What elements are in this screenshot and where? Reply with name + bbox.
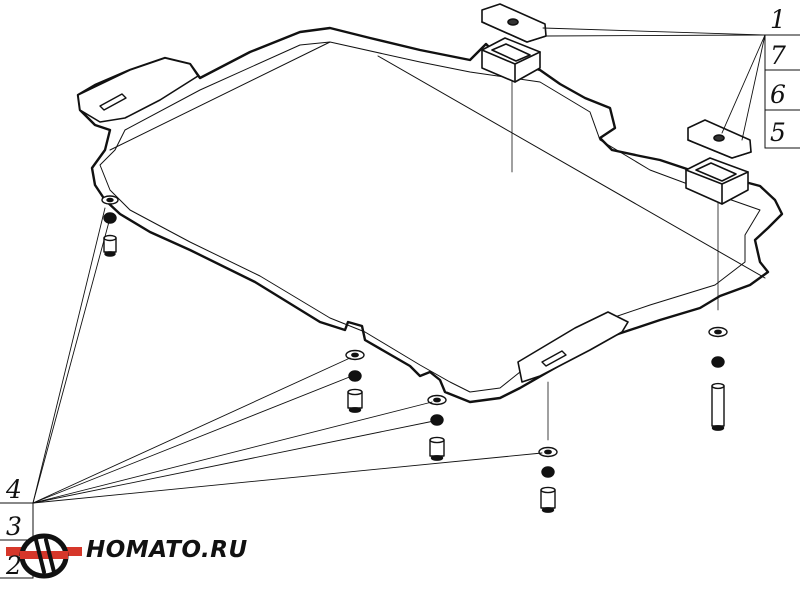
construction-line — [377, 55, 766, 279]
tab-slot-left — [99, 93, 127, 111]
skid-plate-outline — [76, 26, 784, 404]
fastener-stack-left — [101, 195, 119, 257]
fastener-stack-center — [427, 394, 447, 461]
mounting-tab-left — [77, 57, 199, 123]
callout-5: 5 — [770, 118, 786, 147]
construction-line — [109, 41, 331, 151]
callout-7: 7 — [770, 41, 786, 70]
mounting-tab-bottom — [517, 311, 629, 383]
bracket-assembly-right — [685, 119, 752, 205]
callout-2: 2 — [5, 551, 22, 580]
callout-6: 6 — [770, 80, 786, 109]
bracket-assembly-top — [481, 3, 547, 83]
fastener-stack-center-right — [538, 446, 558, 513]
tab-slot-bottom — [541, 350, 567, 367]
fastener-stack-center-left — [345, 349, 365, 413]
leader-lines-top — [542, 27, 766, 141]
callout-1: 1 — [770, 5, 786, 34]
callout-table-right — [764, 34, 800, 149]
callout-3: 3 — [6, 512, 22, 541]
brand-name: HOMATO.RU — [86, 537, 248, 563]
fastener-stack-right — [708, 326, 728, 431]
leader-lines-bottom — [32, 207, 543, 504]
callout-4: 4 — [5, 475, 22, 504]
brand-logo-mark — [6, 533, 82, 579]
